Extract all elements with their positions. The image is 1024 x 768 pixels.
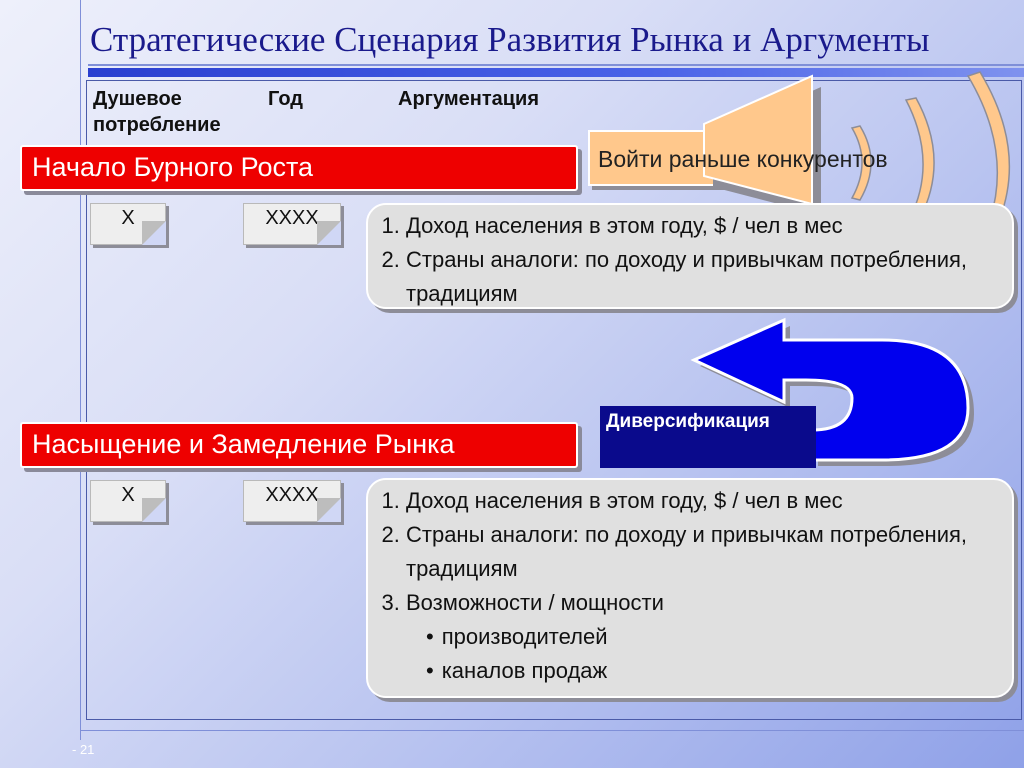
stage-growth-arguments: Доход населения в этом году, $ / чел в м… <box>366 203 1014 309</box>
bottom-guide-line <box>80 730 1024 731</box>
argument-item: Возможности / мощности <box>406 586 1002 620</box>
title-underline-bar <box>88 68 1024 77</box>
stage-growth-per-capita-value: X <box>90 203 166 245</box>
title-underline-thin <box>88 64 1024 66</box>
diversification-label: Диверсификация <box>600 406 816 468</box>
sub-argument-item: каналов продаж <box>426 654 1002 688</box>
column-header-argumentation: Аргументация <box>398 88 540 110</box>
argument-item: Доход населения в этом году, $ / чел в м… <box>406 484 1002 518</box>
u-turn-arrow-icon <box>690 317 974 466</box>
enter-early-label: Войти раньше конкурентов <box>598 146 888 172</box>
slide-title: Стратегические Сценария Развития Рынка и… <box>90 20 930 59</box>
stage-growth-year-value: XXXX <box>243 203 341 245</box>
argument-item: Страны аналоги: по доходу и привычкам по… <box>406 243 1002 311</box>
stage-saturation-per-capita-value: X <box>90 480 166 522</box>
column-header-year: Год <box>268 88 303 110</box>
stage-saturation-bar: Насыщение и Замедление Рынка <box>20 422 578 468</box>
left-guide-line <box>80 0 81 740</box>
column-header-per-capita: Душевое потребление <box>93 88 221 136</box>
content-frame <box>86 80 1022 720</box>
stage-growth-bar: Начало Бурного Роста <box>20 145 578 191</box>
sub-argument-item: производителей <box>426 620 1002 654</box>
argument-item: Страны аналоги: по доходу и привычкам по… <box>406 518 1002 586</box>
argument-item: Доход населения в этом году, $ / чел в м… <box>406 209 1002 243</box>
page-number: - 21 <box>72 742 95 757</box>
stage-saturation-year-value: XXXX <box>243 480 341 522</box>
stage-saturation-arguments: Доход населения в этом году, $ / чел в м… <box>366 478 1014 698</box>
